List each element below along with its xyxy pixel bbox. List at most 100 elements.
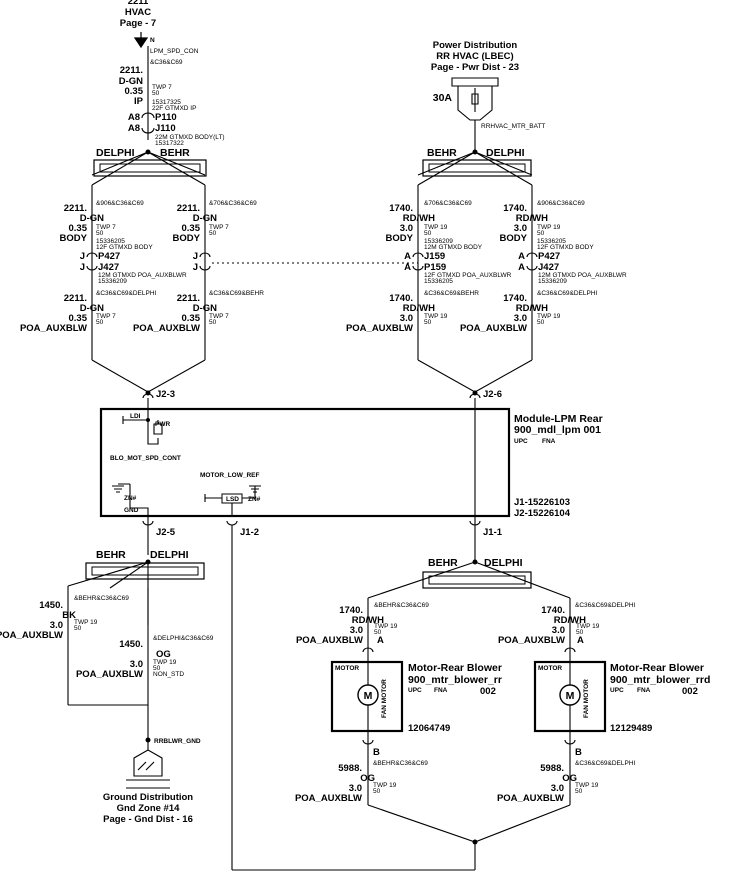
module-title: Module-LPM Rear xyxy=(514,413,603,425)
gnd-branch-splice: BEHR DELPHI xyxy=(67,549,205,625)
j110-pn-a: 22M GTMXD BODY(LT) xyxy=(155,134,225,141)
gnd-delphi: DELPHI xyxy=(150,549,189,561)
top-twp: TWP 7 xyxy=(152,84,172,91)
lw2-gauge: 0.35 xyxy=(182,223,201,234)
right-opt-c: &C36&C69&BEHR xyxy=(424,290,479,297)
rw3-color: RD/WH xyxy=(403,303,435,314)
rw2-twp2: 50 xyxy=(537,230,545,237)
left-opt-b: &706&C36&C69 xyxy=(209,200,257,207)
lw2-color: D-GN xyxy=(193,213,217,224)
m2-circ: 1740. xyxy=(541,605,565,616)
m1-gauge-b: 3.0 xyxy=(349,783,362,794)
m1-circ: 1740. xyxy=(339,605,363,616)
pwr-title1: Power Distribution xyxy=(433,40,518,51)
lw3-color: D-GN xyxy=(80,303,104,314)
rw2-body: BODY xyxy=(500,233,528,244)
gnd-title1: Ground Distribution xyxy=(103,792,193,803)
module-subtitle: 900_mdl_lpm 001 xyxy=(514,424,601,436)
rw1-twp: TWP 19 xyxy=(424,224,448,231)
splice-left-delphi: DELPHI xyxy=(96,147,135,159)
m2-b-twp: TWP 19 xyxy=(575,782,599,789)
ra2-top: A xyxy=(518,251,525,262)
gnd-opt-og: &DELPHI&C36&C69 xyxy=(153,635,214,642)
m1-fna: FNA xyxy=(434,687,448,694)
lw1-twp2: 50 xyxy=(96,230,104,237)
m1-title: Motor-Rear Blower xyxy=(408,662,502,674)
m1-pn: 12064749 xyxy=(408,723,450,734)
rw1-gauge: 3.0 xyxy=(400,223,413,234)
motor-opt-r: &C36&C69&DELPHI xyxy=(575,602,636,609)
gnd-title2: Gnd Zone #14 xyxy=(117,803,181,814)
rw1-pn2: 12M GTMXD BODY xyxy=(424,244,483,251)
lw1-body: BODY xyxy=(60,233,88,244)
module-j2-conn: J2-15226104 xyxy=(514,508,571,519)
ldi-label: LDI xyxy=(130,413,141,420)
m1-opt-b: &BEHR&C36&C69 xyxy=(373,760,428,767)
top-opt: &C36&C69 xyxy=(150,59,183,66)
gnd-gauge-bk: 3.0 xyxy=(50,620,63,631)
fuse-icon xyxy=(451,77,499,121)
ra2-bot: A xyxy=(518,262,525,273)
m2-gauge: 3.0 xyxy=(552,625,565,636)
rw2-color: RD/WH xyxy=(516,213,548,224)
m2-poa: POA_AUXBLW xyxy=(498,635,565,646)
lj-bot: J xyxy=(80,262,85,273)
p110-label: P110 xyxy=(155,112,177,123)
left-opt-c: &C36&C69&DELPHI xyxy=(96,290,157,297)
m2-b-twp2: 50 xyxy=(575,788,583,795)
hvac-label: HVAC xyxy=(125,7,151,18)
m2-m: M xyxy=(566,690,575,702)
lw4-color: D-GN xyxy=(193,303,217,314)
m2-num: 002 xyxy=(682,686,698,697)
right-opt-b: &906&C36&C69 xyxy=(537,200,585,207)
top-circ: 2211. xyxy=(120,65,143,76)
gnd-poa2: POA_AUXBLW xyxy=(76,669,143,680)
m2-sub: 900_mtr_blower_rrd xyxy=(610,674,710,686)
hvac-page-ref: Page - 7 xyxy=(120,18,156,29)
n-label: N xyxy=(150,37,155,44)
znl-label: ZN# xyxy=(124,495,137,502)
ra-bot: A xyxy=(404,262,411,273)
j12-label: J1-2 xyxy=(240,527,259,538)
rw2-pn2: 12F GTMXD BODY xyxy=(537,244,594,251)
pwr-title2: RR HVAC (LBEC) xyxy=(436,51,513,62)
gnd-color-og: OG xyxy=(156,649,171,660)
rw1-body: BODY xyxy=(386,233,414,244)
m1-poa: POA_AUXBLW xyxy=(296,635,363,646)
splice-left-behr: BEHR xyxy=(160,147,190,159)
splice-right-delphi: DELPHI xyxy=(486,147,525,159)
rj427b: 15336209 xyxy=(538,278,567,285)
m2-b-poa: POA_AUXBLW xyxy=(497,793,564,804)
rj427: J427 xyxy=(538,262,559,273)
lpm-spd-con: LPM_SPD_CON xyxy=(150,48,199,55)
gnd-circuit: ZN# GND xyxy=(112,483,149,516)
m2-upc: UPC xyxy=(610,687,624,694)
gnd-og-twp: TWP 19 xyxy=(153,659,177,666)
motor-delphi: DELPHI xyxy=(484,557,523,569)
gnd-og-twp2: 50 xyxy=(153,665,161,672)
lj2-bot: J xyxy=(193,262,198,273)
j25-label: J2-5 xyxy=(156,527,176,538)
m2-pn: 12129489 xyxy=(610,723,652,734)
m1-motor-label: MOTOR xyxy=(335,665,359,672)
j110-label: J110 xyxy=(155,123,176,134)
gnd-title3: Page - Gnd Dist - 16 xyxy=(103,814,193,825)
lw4-poa: POA_AUXBLW xyxy=(133,323,200,334)
splice-right: BEHR DELPHI xyxy=(417,147,533,186)
rw1-pn: 15336209 xyxy=(424,238,453,245)
lw1-gauge: 0.35 xyxy=(69,223,88,234)
m2-title: Motor-Rear Blower xyxy=(610,662,704,674)
rj159: J159 xyxy=(424,251,445,262)
left-opt-d: &C36&C69&BEHR xyxy=(209,290,264,297)
j26-label: J2-6 xyxy=(483,389,502,400)
lw3-circ: 2211. xyxy=(64,293,87,304)
motor-behr: BEHR xyxy=(428,557,458,569)
m1-fan: FAN MOTOR xyxy=(381,679,388,718)
lw2-twp: TWP 7 xyxy=(209,224,229,231)
m2-color: RD/WH xyxy=(554,615,586,626)
j23-label: J2-3 xyxy=(156,389,175,400)
lj427: J427 xyxy=(98,262,119,273)
m1-b-twp2: 50 xyxy=(373,788,381,795)
m2-motor-label: MOTOR xyxy=(538,665,562,672)
m1-b-poa: POA_AUXBLW xyxy=(295,793,362,804)
